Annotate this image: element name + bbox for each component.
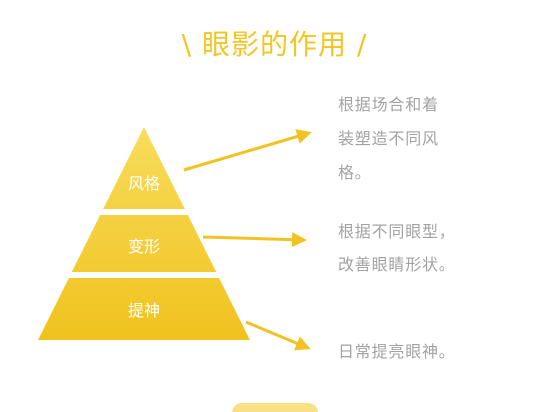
description-line: 根据不同眼型，: [338, 222, 456, 241]
arrow-2: [202, 232, 307, 248]
description-line: 根据场合和着: [338, 95, 439, 114]
pyramid-layer-top: [103, 127, 185, 209]
description-line: 改善眼睛形状。: [338, 255, 456, 274]
layer-label-brighten: 提神: [128, 301, 160, 320]
description-style: 根据场合和着 装塑造不同风 格。: [338, 88, 439, 190]
description-line: 装塑造不同风: [338, 129, 439, 148]
arrow-1: [183, 129, 312, 172]
layer-label-reshape: 变形: [128, 237, 160, 256]
description-line: 日常提亮眼神。: [338, 342, 456, 361]
layer-label-style: 风格: [128, 174, 160, 193]
diagram-title: \ 眼影的作用 /: [181, 28, 368, 61]
bottom-decoration: [232, 403, 318, 412]
description-brighten: 日常提亮眼神。: [338, 335, 456, 369]
pyramid-layer-bottom: [38, 278, 250, 340]
pyramid-layer-middle: [71, 215, 217, 272]
description-reshape: 根据不同眼型， 改善眼睛形状。: [338, 215, 456, 281]
arrow-3: [245, 320, 311, 351]
description-line: 格。: [338, 163, 372, 182]
